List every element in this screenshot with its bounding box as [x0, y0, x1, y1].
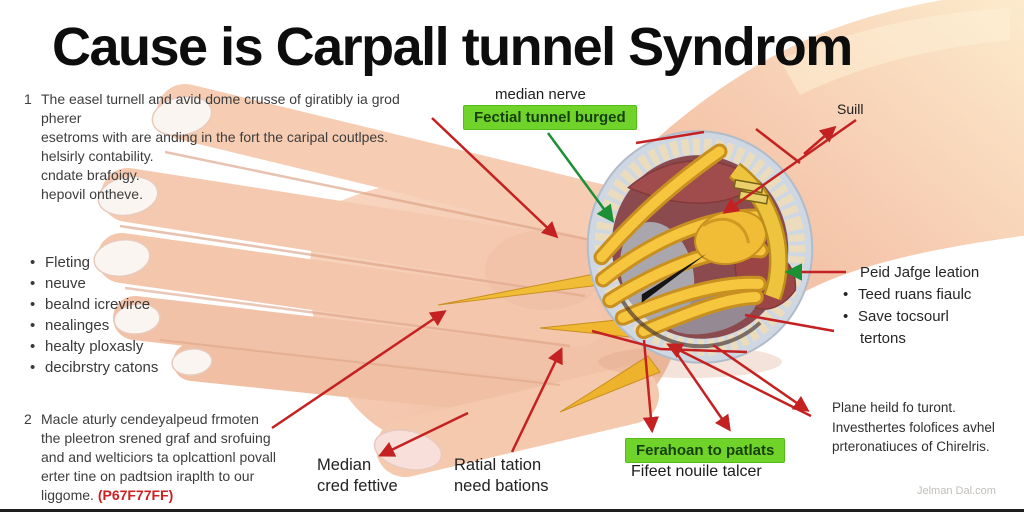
arrow-to-median-label	[378, 411, 469, 457]
bullet-dot	[30, 336, 45, 357]
carpal-tunnel-cutaway	[586, 130, 814, 364]
note-2-line: the pleetron srened graf and srofuing	[41, 430, 271, 446]
note-1: 1 The easel turnell and avid dome crusse…	[24, 90, 444, 204]
arrow-suill-to-band	[722, 118, 857, 214]
arrow-plane-note-to-wrist	[666, 343, 812, 418]
forearm-highlight	[780, 8, 1010, 95]
finger	[157, 84, 638, 243]
arrow-note1-to-hand	[431, 117, 559, 239]
note-1-line: esetroms with are anding in the fort the…	[41, 129, 389, 145]
note-1-line: cndate brafoigy.	[41, 167, 140, 183]
finger-crease	[159, 339, 561, 386]
finger	[97, 233, 603, 347]
list-item: Teed ruans fiaulc	[843, 284, 979, 306]
bullet-dot	[30, 357, 45, 378]
arrow-to-suill	[803, 125, 837, 155]
arrow-note2-to-tendon	[271, 310, 447, 430]
arrow-wrist-to-badge-right	[669, 344, 731, 432]
bullet-dot	[30, 294, 45, 315]
list-item: decibrstry catons	[30, 357, 158, 378]
note-2-number: 2	[24, 411, 32, 427]
arrow-badge-to-tunnel	[546, 132, 615, 223]
finger-crease	[164, 150, 601, 244]
note-2-text: Macle aturly cendeyalpeud frmoten the pl…	[41, 410, 276, 505]
right-callout-group: Peid Jafge leation Teed ruans fiaulc Sav…	[843, 262, 979, 350]
hand	[93, 84, 782, 477]
label-suill: Suill	[837, 101, 864, 117]
finger-crease	[124, 286, 571, 348]
cutaway-lower-edge	[621, 300, 762, 349]
plane-note: Plane heild fo turont. Investhertes folo…	[832, 398, 995, 457]
band-ring	[738, 190, 769, 205]
list-item: Save tocsourl	[843, 306, 979, 328]
thumb	[376, 366, 659, 477]
note-1-number: 1	[24, 91, 32, 107]
watermark: Jelman Dal.com	[917, 485, 996, 497]
finger	[113, 296, 587, 390]
label-peid-jafge: Peid Jafge leation	[860, 264, 980, 281]
list-item: healty ploxasly	[30, 336, 158, 357]
plane-note-line: prteronatiuces of Chirelris.	[832, 439, 990, 454]
line-tertons	[744, 313, 835, 333]
label-median-nerve: median nerve	[495, 86, 586, 103]
list-item: neuve	[30, 273, 158, 294]
label-tertons: tertons	[860, 330, 906, 347]
list-item: bealnd icrevirce	[30, 294, 158, 315]
list-item: nealinges	[30, 315, 158, 336]
callout-arrows	[271, 117, 857, 457]
badge-tunnel: Fectial tunnel burged	[463, 105, 637, 130]
arrow-wrist-to-badge-left	[642, 339, 659, 434]
bullet-dot	[30, 315, 45, 336]
finger	[101, 168, 622, 295]
label-ratial: Ratial tation need bations	[454, 456, 549, 495]
plane-note-line: Investhertes folofices avhel	[832, 419, 995, 435]
label-median-cred: Median cred fettive	[317, 456, 398, 495]
finger	[173, 343, 577, 419]
note-1-text: The easel turnell and avid dome crusse o…	[41, 90, 444, 204]
note-1-line: The easel turnell and avid dome crusse o…	[41, 91, 400, 126]
arrow-wrist-to-plane-note	[712, 343, 810, 412]
note-1-line: helsirly contability.	[41, 148, 154, 164]
fingernails	[93, 95, 443, 471]
finger-crease	[119, 224, 586, 298]
color-code: (P67F77FF)	[97, 487, 174, 503]
tendons	[596, 146, 766, 337]
plane-note-line: Plane heild fo turont.	[832, 400, 956, 415]
label-fifeet: Fifeet nouile talcer	[631, 463, 762, 480]
arrow-ratial-to-tendon	[510, 347, 563, 453]
bullet-dot	[30, 273, 45, 294]
bullet-dot	[843, 306, 858, 328]
page-title: Cause is Carpall tunnel Syndrom	[52, 17, 853, 77]
bullet-dot	[30, 252, 45, 273]
symptom-list: Fleting neuve bealnd icrevirce nealinges…	[30, 252, 158, 378]
note-2-line: Macle aturly cendeyalpeud frmoten	[41, 411, 259, 427]
note-2-last-line: liggome. (P67F77FF)	[41, 487, 174, 503]
note-2-line: and and welticiors ta oplcattionl povall	[41, 449, 277, 465]
bullet-dot	[843, 284, 858, 306]
badge-patlats: Ferahoan to patlats	[625, 438, 786, 463]
bundle-swirl	[702, 217, 750, 244]
note-1-line: hepovil ontheve.	[41, 186, 143, 202]
list-item: Fleting	[30, 252, 158, 273]
note-2-line: erter tine on padtsion iraplth to our	[41, 468, 255, 484]
note-2: 2 Macle aturly cendeyalpeud frmoten the …	[24, 410, 324, 505]
